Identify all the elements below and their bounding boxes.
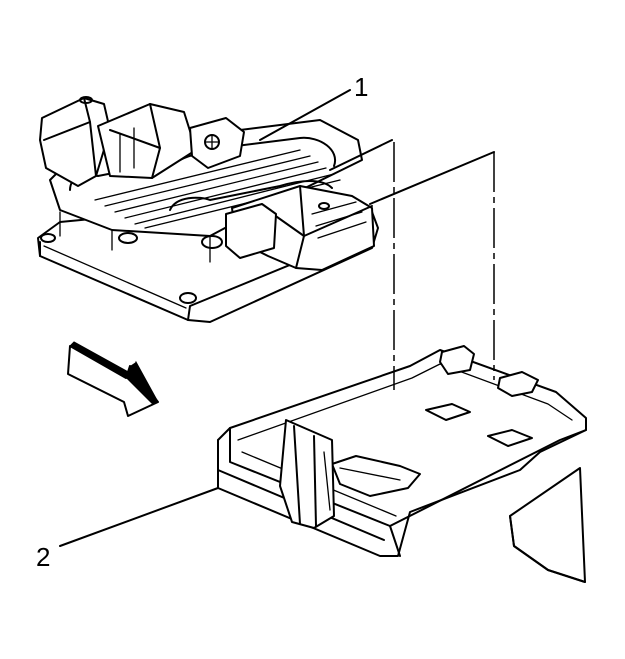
callout-2-label: 2 [36, 542, 50, 572]
mounting-tray [217, 345, 587, 583]
forward-arrow-icon [67, 341, 159, 417]
callout-2: 2 [36, 487, 219, 572]
control-module [37, 96, 379, 323]
alignment-lines [329, 139, 495, 390]
callout-1: 1 [259, 72, 368, 141]
callout-1-label: 1 [354, 72, 368, 102]
